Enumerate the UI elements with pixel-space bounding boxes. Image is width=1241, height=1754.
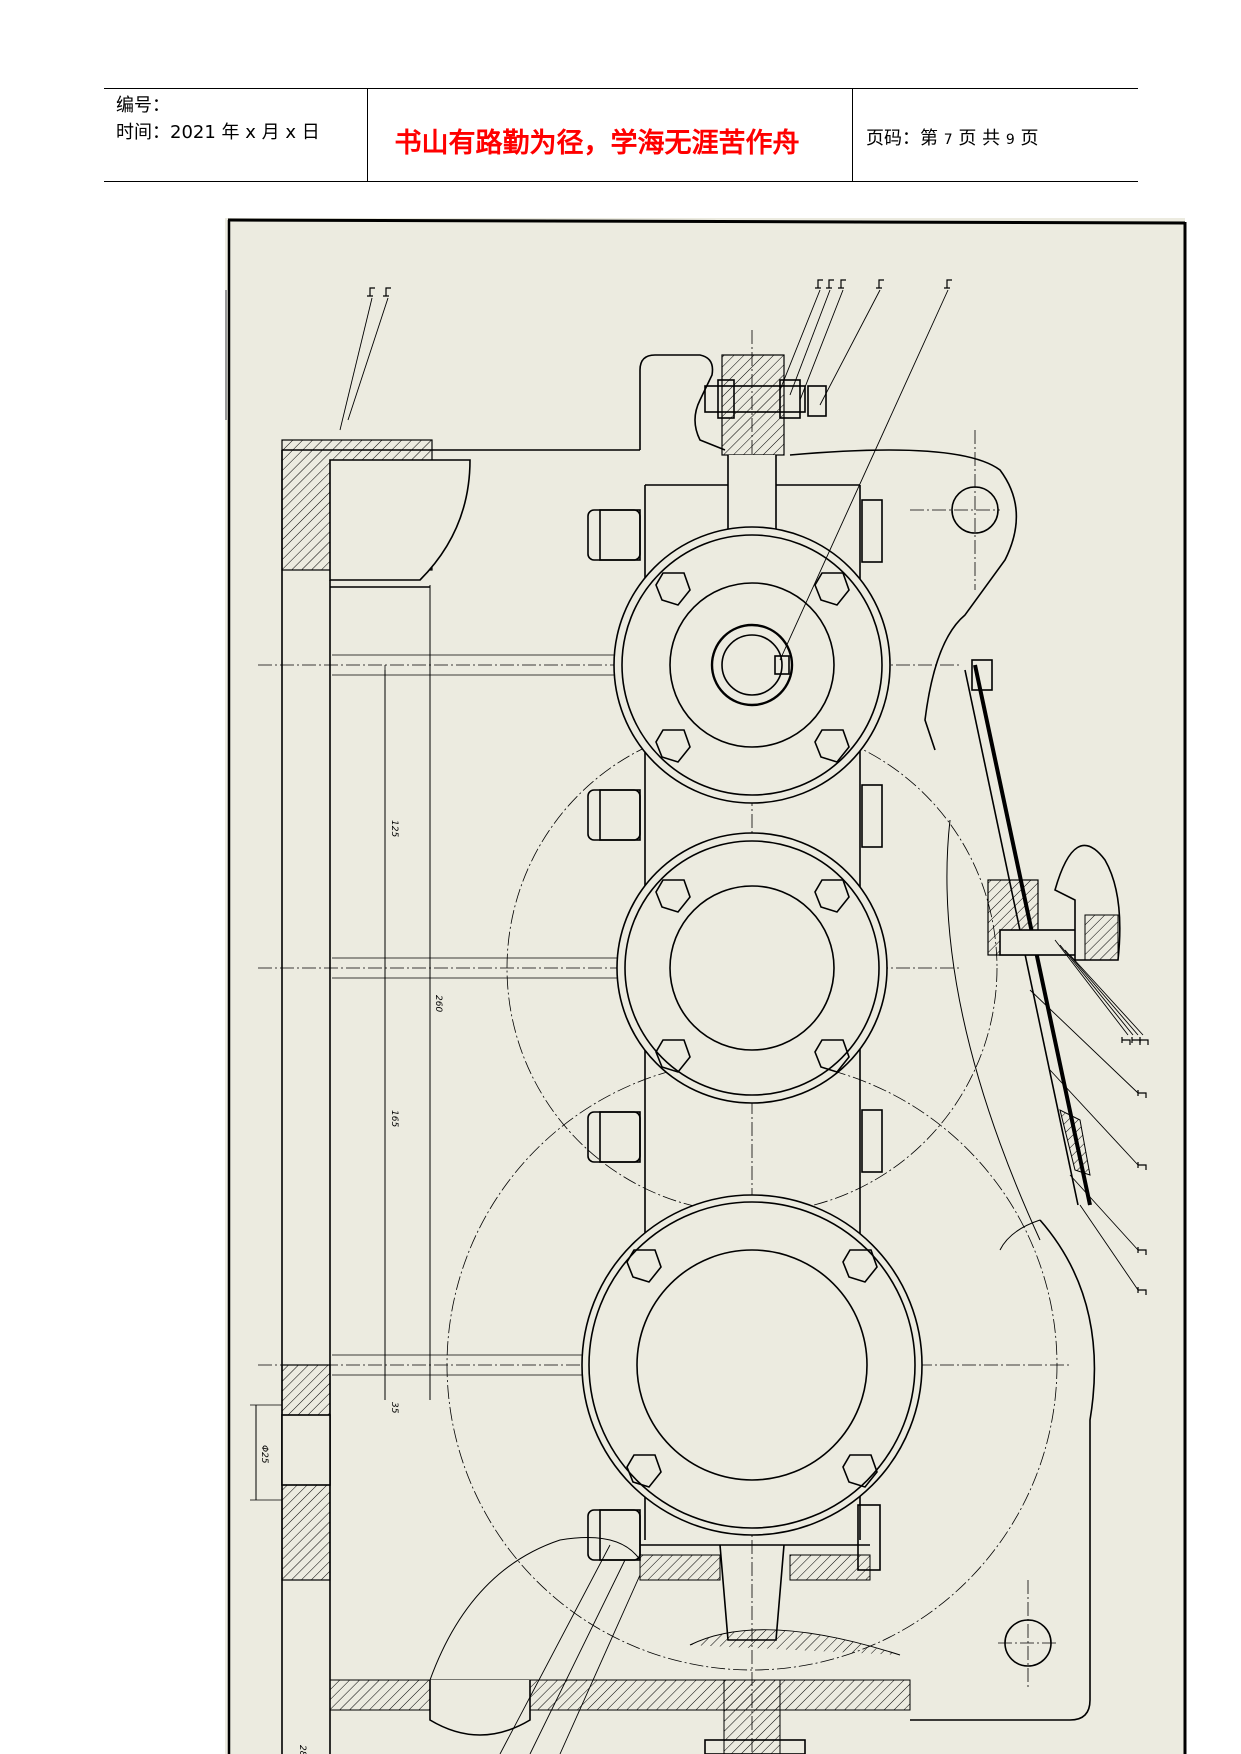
header-top-rule — [104, 88, 1138, 89]
dim-label-165: 165 — [389, 1110, 399, 1127]
lower-flange — [329, 1544, 911, 1754]
dim-label-260: 260 — [433, 995, 443, 1012]
dim-label-28: 28 — [297, 1745, 307, 1754]
header-divider-left — [367, 88, 368, 182]
left-wall — [281, 439, 640, 1754]
dim-label-125: 125 — [389, 820, 399, 837]
drain-boss — [250, 1364, 331, 1581]
right-housing — [429, 1219, 1096, 1721]
page-header: 编号： 时间：2021 年 x 月 x 日 书山有路勤为径，学海无涯苦作舟 页码… — [104, 88, 1138, 182]
page-mid: 页 共 — [958, 128, 1001, 149]
page-total: 9 — [1005, 132, 1015, 148]
header-meta: 编号： 时间：2021 年 x 月 x 日 — [116, 92, 320, 146]
page-end: 页 — [1020, 128, 1039, 149]
gearbox-drawing-svg: 125 260 165 35 Φ25 28 — [225, 218, 1187, 1754]
inspection-cover — [946, 659, 1121, 1241]
header-bottom-rule — [104, 181, 1138, 182]
leader-lines — [339, 289, 1144, 1754]
document-number-label: 编号： — [116, 95, 170, 116]
sheet-top-border — [227, 218, 1186, 225]
bearing-intermediate — [616, 832, 888, 1104]
header-motto: 书山有路勤为径，学海无涯苦作舟 — [394, 128, 800, 159]
balloon-ticks — [367, 279, 1149, 1295]
page-label: 页码：第 — [866, 128, 938, 149]
page-counter: 页码：第 7 页 共 9 页 — [866, 124, 1039, 150]
dim-label-phi25: Φ25 — [259, 1445, 269, 1464]
page-current: 7 — [943, 132, 953, 148]
dimension-lines — [332, 654, 620, 1376]
document-time: 时间：2021 年 x 月 x 日 — [116, 122, 320, 143]
bearing-input — [613, 526, 891, 804]
gearbox-drawing: 125 260 165 35 Φ25 28 — [225, 218, 1195, 1754]
dim-label-35: 35 — [389, 1402, 399, 1414]
bearing-output — [581, 1194, 923, 1536]
header-divider-right — [852, 88, 853, 182]
